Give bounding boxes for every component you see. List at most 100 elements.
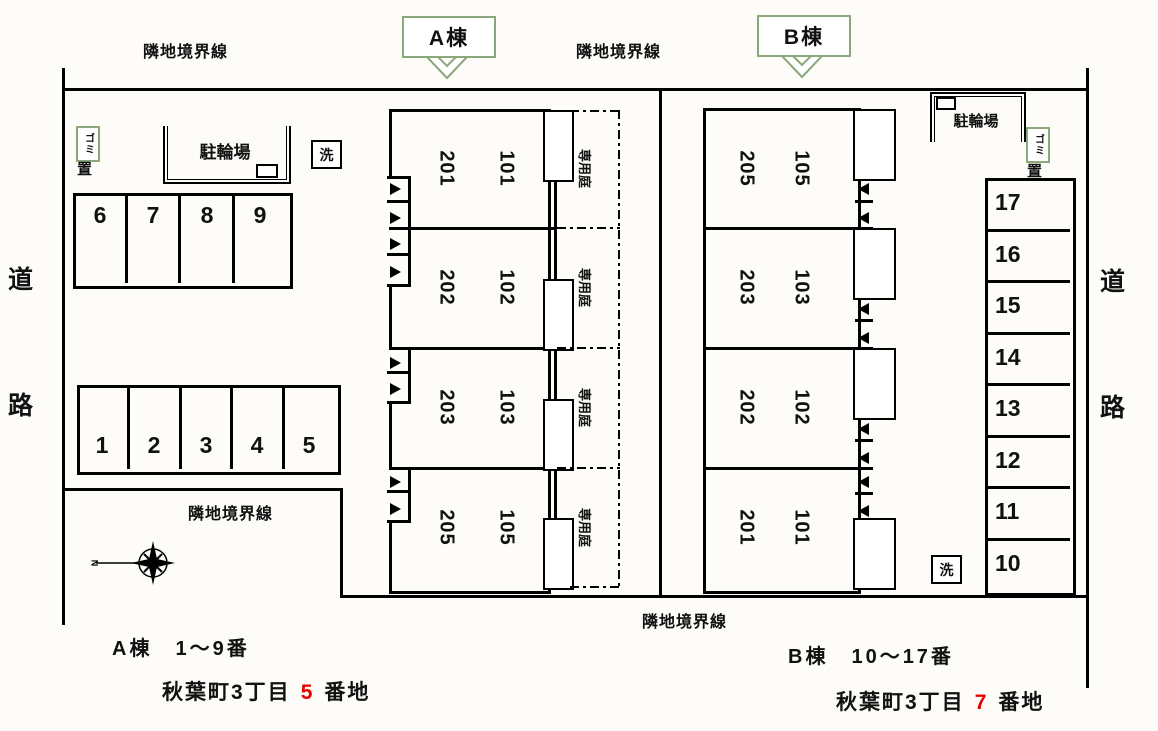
parking-space-number: 17 <box>995 189 1021 215</box>
door-arrow-icon <box>858 423 869 435</box>
garden-border <box>570 110 620 112</box>
door-arrow-icon <box>390 212 401 224</box>
room-number: 203 <box>435 388 458 426</box>
door-arrow-icon <box>858 505 869 517</box>
trash-label-right: 置 <box>1027 163 1043 180</box>
footer-b-address-number: 7 <box>974 691 989 714</box>
footer-b-caption: B棟 10〜17番 <box>788 646 954 668</box>
room-number: 101 <box>790 508 813 546</box>
room-number: 102 <box>495 268 518 306</box>
entrance-stub <box>855 319 873 322</box>
garden-border <box>557 347 620 349</box>
balcony <box>853 109 896 181</box>
compass-icon: N <box>90 541 175 585</box>
road-label-left-1: 道 <box>8 266 34 294</box>
parking-space-number: 3 <box>199 432 213 458</box>
garden-border <box>557 227 620 229</box>
door-arrow-icon <box>858 452 869 464</box>
parking-space-number: 16 <box>995 241 1021 267</box>
parking-space-number: 10 <box>995 550 1021 576</box>
boundary-label-bottom-right: 隣地境界線 <box>642 614 728 631</box>
footer-b-address: 秋葉町3丁目 7 番地 <box>836 686 1044 716</box>
boundary-line-top <box>62 88 1088 91</box>
building-b-outline <box>703 108 861 594</box>
parking-divider <box>985 383 1070 386</box>
door-arrow-icon <box>858 332 869 344</box>
garden-label: 専用庭 <box>576 267 592 307</box>
balcony <box>543 518 574 590</box>
room-number: 201 <box>735 508 758 546</box>
trash-box-right: ゴミ <box>1026 127 1050 163</box>
garden-label: 専用庭 <box>576 507 592 547</box>
unit-divider <box>703 467 873 470</box>
boundary-step-line-h <box>62 488 343 491</box>
bike-shed-left <box>163 126 291 184</box>
door-arrow-icon <box>858 303 869 315</box>
compass-north-label: N <box>90 560 100 567</box>
garden-border <box>618 110 620 588</box>
parking-space-number: 8 <box>200 202 214 228</box>
unit-divider <box>703 347 873 350</box>
entrance-stub <box>855 439 873 442</box>
building-b-tag-label: B棟 <box>783 26 825 49</box>
parking-divider <box>985 538 1070 541</box>
unit-divider <box>389 227 557 230</box>
road-edge-right <box>1086 68 1089 688</box>
footer-a-address-suffix: 番地 <box>324 681 371 704</box>
parking-space-number: 15 <box>995 292 1021 318</box>
entrance-stub <box>855 200 873 203</box>
building-a-outline <box>389 109 551 594</box>
boundary-label-top-right: 隣地境界線 <box>576 44 662 61</box>
bike-shed-left-label: 駐輪場 <box>199 143 251 162</box>
entrance-stub <box>855 492 873 495</box>
wash-machine-left-label: 洗 <box>319 146 334 163</box>
parking-divider <box>985 332 1070 335</box>
trash-box-left: ゴミ <box>76 126 100 162</box>
road-label-right-1: 道 <box>1100 268 1126 296</box>
room-number: 102 <box>790 388 813 426</box>
garden-border <box>557 467 620 469</box>
entrance-stub <box>387 371 408 374</box>
door-arrow-icon <box>858 183 869 195</box>
garden-fence <box>554 467 557 520</box>
room-number: 201 <box>435 149 458 187</box>
road-label-left-2: 路 <box>8 392 34 420</box>
balcony <box>543 399 574 471</box>
door-arrow-icon <box>390 476 401 488</box>
unit-divider <box>389 347 557 350</box>
parking-space-number: 5 <box>302 432 316 458</box>
parking-space-number: 4 <box>250 432 264 458</box>
entrance-stub <box>387 490 408 493</box>
building-b-arrow-icon <box>779 55 825 79</box>
parking-space-number: 2 <box>147 432 161 458</box>
door-arrow-icon <box>390 266 401 278</box>
parking-space-number: 13 <box>995 395 1021 421</box>
bike-rack-icon <box>936 97 956 110</box>
wash-machine-left: 洗 <box>311 140 342 169</box>
footer-b-address-suffix: 番地 <box>998 691 1045 714</box>
parking-divider <box>232 193 235 283</box>
parking-row-upper <box>73 193 293 289</box>
room-number: 203 <box>735 268 758 306</box>
parking-row-lower <box>77 385 341 475</box>
garden-fence <box>554 347 557 401</box>
building-b-tag: B棟 <box>757 15 851 57</box>
garden-label: 専用庭 <box>576 148 592 188</box>
room-number: 101 <box>495 149 518 187</box>
balcony <box>853 518 896 590</box>
footer-b-address-prefix: 秋葉町3丁目 <box>836 691 965 714</box>
parking-divider <box>179 385 182 469</box>
room-number: 105 <box>790 149 813 187</box>
parking-space-number: 12 <box>995 447 1021 473</box>
boundary-step-line-v <box>340 488 343 598</box>
parking-divider <box>282 385 285 469</box>
room-number: 205 <box>735 149 758 187</box>
door-arrow-icon <box>390 383 401 395</box>
boundary-label-top-left: 隣地境界線 <box>143 44 229 61</box>
parking-divider <box>985 280 1070 283</box>
building-a-tag: A棟 <box>402 16 496 58</box>
parking-column <box>985 178 1076 596</box>
parking-space-number: 7 <box>146 202 160 228</box>
